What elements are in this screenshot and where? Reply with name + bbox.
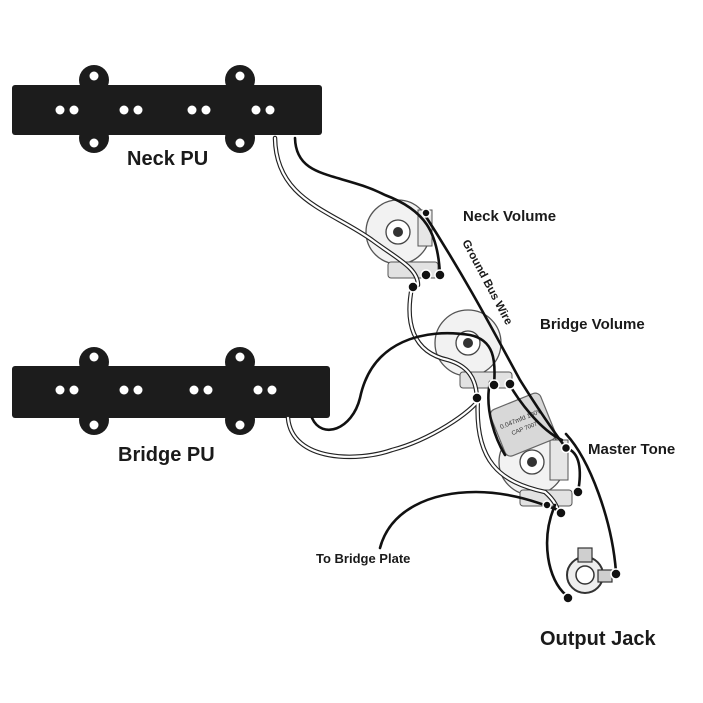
bridge-pickup — [12, 347, 330, 435]
to-bridge-plate-label: To Bridge Plate — [316, 551, 411, 566]
solder-points — [407, 208, 622, 604]
master-tone-label: Master Tone — [588, 441, 676, 458]
neck-pu-label: Neck PU — [127, 148, 209, 170]
bridge-volume-label: Bridge Volume — [540, 316, 645, 333]
output-jack — [566, 547, 613, 594]
bridge-pu-label: Bridge PU — [118, 444, 215, 466]
neck-pickup — [12, 65, 322, 153]
output-jack-label: Output Jack — [540, 628, 656, 650]
neck-volume-label: Neck Volume — [463, 208, 557, 225]
